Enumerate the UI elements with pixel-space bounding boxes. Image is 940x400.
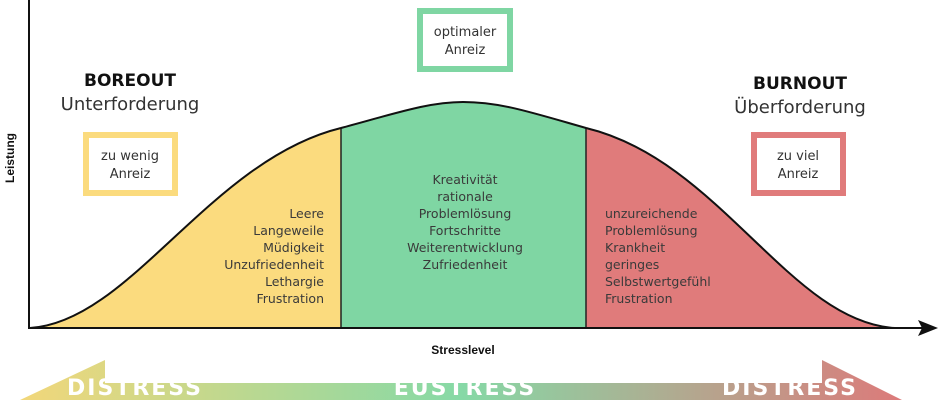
too-much-stimulus-box [751,132,846,196]
burnout-item: Problemlösung [605,223,698,238]
boreout-subtitle: Unterforderung [61,94,200,115]
burnout-box-line: zu viel [777,149,819,164]
optimal-item: Fortschritte [429,223,501,238]
optimal-stimulus-box [417,8,513,72]
performance-curve [29,100,896,329]
boreout-box-line: zu wenig [101,149,159,164]
burnout-subtitle: Überforderung [734,96,866,118]
distress-left-label: DISTRESS [67,376,203,400]
boreout-title: BOREOUT [84,71,176,91]
optimal-item: Weiterentwicklung [407,240,523,255]
optimal-region [341,102,586,328]
optimal-item: Kreativität [432,172,497,187]
boreout-item: Langeweile [253,223,324,238]
too-little-stimulus-box [83,132,178,196]
stress-gradient-arrow [20,360,902,400]
boreout-item: Frustration [257,291,325,306]
burnout-box-line: Anreiz [778,167,819,182]
boreout-box-line: Anreiz [110,167,151,182]
optimal-item: Zufriedenheit [423,257,508,272]
burnout-item: Krankheit [605,240,665,255]
eustress-label: EUSTRESS [394,376,536,400]
burnout-item: unzureichende [605,206,698,221]
burnout-item: Selbstwertgefühl [605,274,711,289]
optimal-box-line: Anreiz [445,43,486,58]
optimal-item: rationale [437,189,493,204]
optimal-item: Problemlösung [419,206,512,221]
boreout-item: Lethargie [265,274,324,289]
boreout-item: Müdigkeit [263,240,324,255]
y-axis-label: Leistung [3,133,17,183]
x-axis-label: Stresslevel [431,343,494,357]
boreout-item: Leere [289,206,324,221]
burnout-title: BURNOUT [753,74,847,94]
distress-right-label: DISTRESS [722,376,858,400]
optimal-box-line: optimaler [434,25,497,40]
x-axis-arrow-icon [918,320,938,336]
boreout-item: Unzufriedenheit [224,257,324,272]
burnout-item: Frustration [605,291,673,306]
burnout-item: geringes [605,257,659,272]
